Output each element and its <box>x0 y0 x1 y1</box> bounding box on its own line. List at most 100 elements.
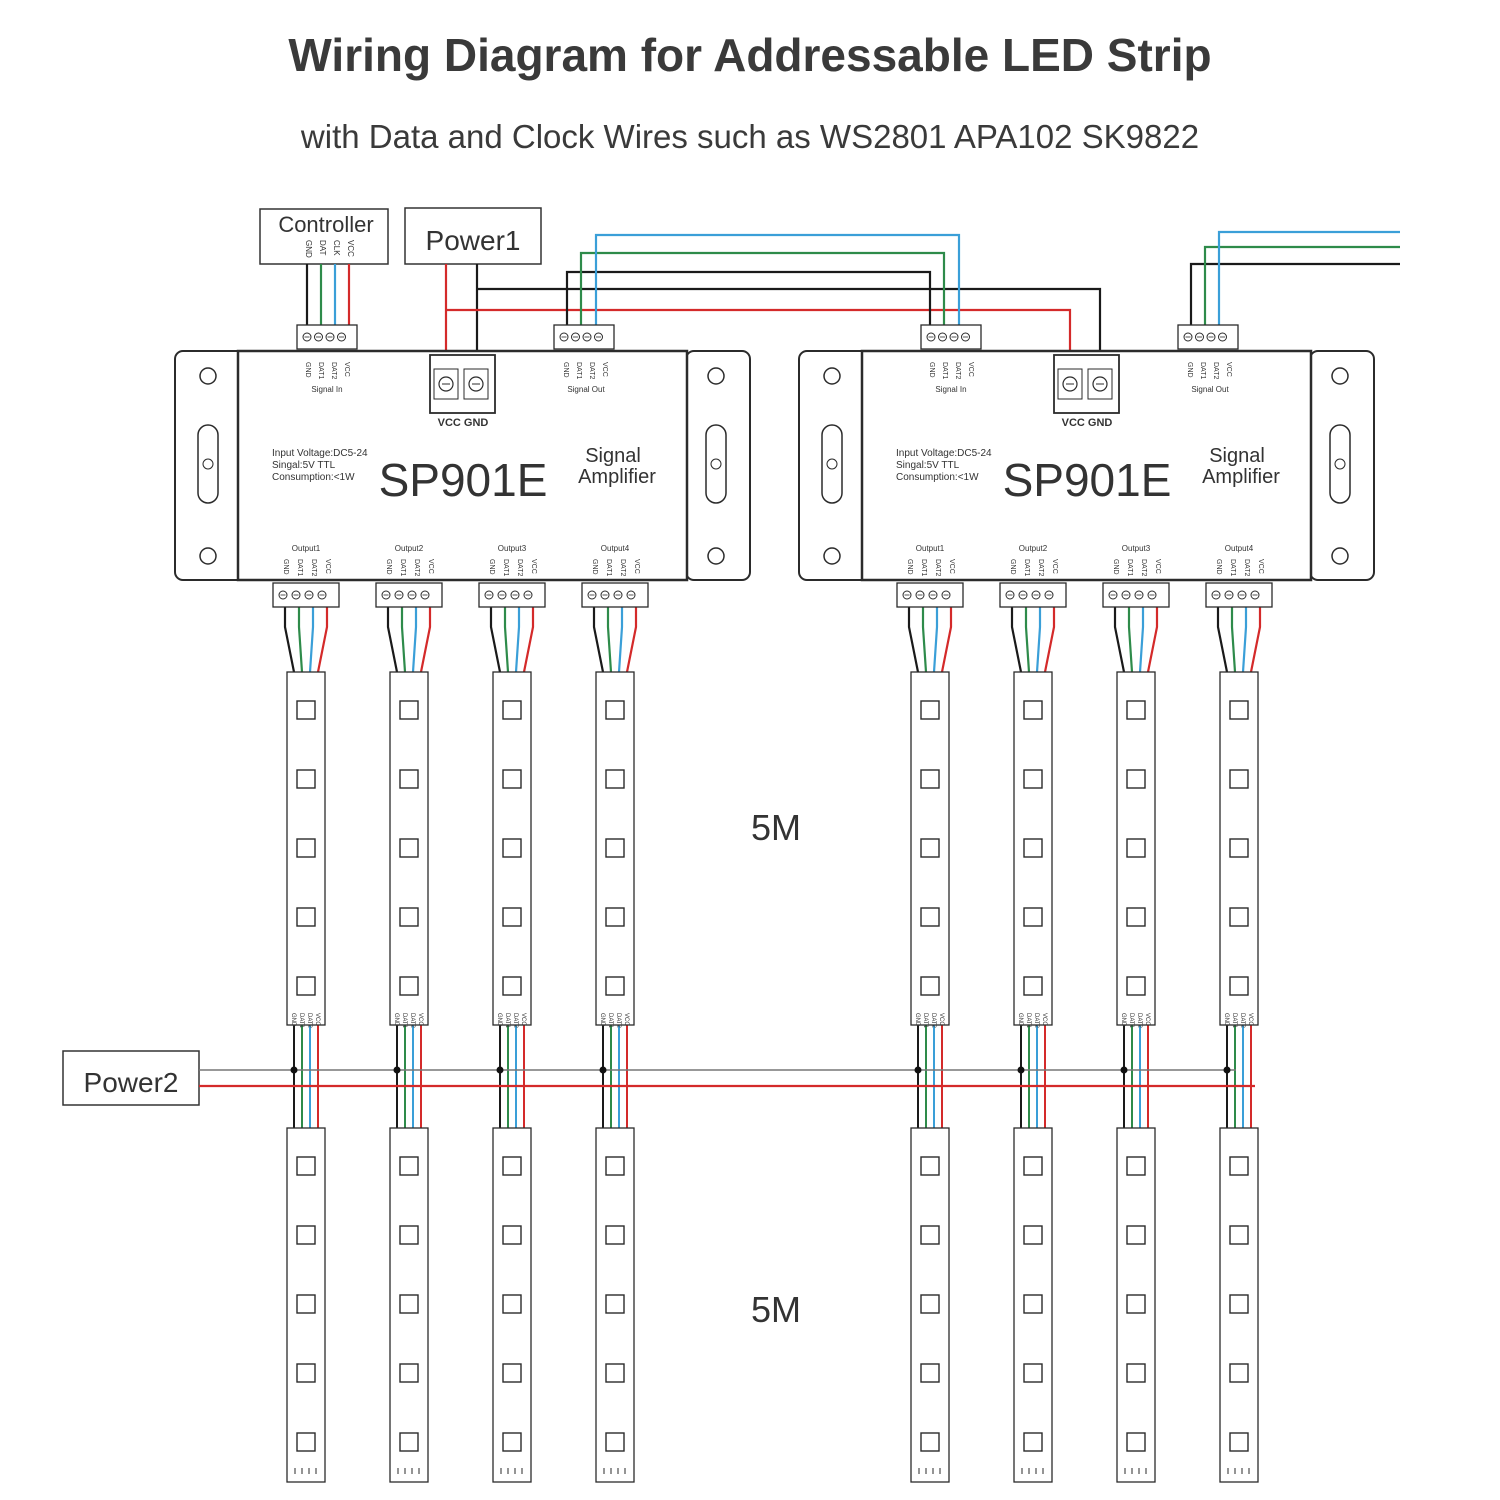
led-chip <box>296 700 316 720</box>
output-bundle-8 <box>1216 607 1262 678</box>
strip-pin-label: VCC <box>1144 1013 1150 1026</box>
junction-dot <box>1017 1066 1025 1074</box>
led-chip <box>502 769 522 789</box>
led-chip <box>1126 700 1146 720</box>
led-chip <box>296 976 316 996</box>
led-chip <box>605 976 625 996</box>
wire-dat2 <box>617 607 624 678</box>
led-chip <box>296 769 316 789</box>
output-terminal-4 <box>581 582 649 608</box>
wire-dat1 <box>921 607 928 678</box>
signal-out-pin-label: DAT1 <box>575 362 582 379</box>
led-chip <box>1023 1156 1043 1176</box>
led-chip <box>399 1294 419 1314</box>
output-label: Output3 <box>1122 544 1151 553</box>
led-chip <box>920 1156 940 1176</box>
output-label: Output4 <box>1225 544 1254 553</box>
wires-layer <box>199 230 1400 1140</box>
signal-out-pin-label: GND <box>1186 362 1193 378</box>
wire-dat1 <box>1230 607 1237 678</box>
strip-pin-label: DAT2 <box>1033 1013 1039 1029</box>
strip-pin-label: VCC <box>417 1013 423 1026</box>
power-screw-housing <box>1087 368 1113 400</box>
junction-dot <box>914 1066 922 1074</box>
wire-vcc <box>316 607 329 678</box>
led-chip <box>399 1225 419 1245</box>
signal-out-pin-label: VCC <box>1225 362 1232 377</box>
strip-pin-label: DAT2 <box>615 1013 621 1029</box>
output-pin-label: DAT2 <box>413 559 420 576</box>
strip-pin-label: VCC <box>1247 1013 1253 1026</box>
power1-label: Power1 <box>426 225 521 256</box>
signal-out-label: Signal Out <box>1191 385 1229 394</box>
page-title: Wiring Diagram for Addressable LED Strip <box>288 29 1212 81</box>
signal-out-pin-label: VCC <box>601 362 608 377</box>
led-chip <box>502 1432 522 1452</box>
wire-dat2 <box>1241 607 1248 678</box>
spec-input-voltage: Input Voltage:DC5-24 <box>272 448 368 459</box>
strip-link-1 <box>293 1012 319 1140</box>
output-pin-label: DAT1 <box>605 559 612 576</box>
output-pin-label: GND <box>591 559 598 575</box>
led-chip <box>399 769 419 789</box>
wire-dat1 <box>1024 607 1031 678</box>
controller-pin-vcc: VCC <box>346 240 355 257</box>
signal-chain-wires <box>565 233 961 326</box>
led-chip <box>399 700 419 720</box>
led-chip <box>605 769 625 789</box>
led-chip <box>296 1432 316 1452</box>
signal-in-pin-label: DAT1 <box>941 362 948 379</box>
led-chip <box>605 1294 625 1314</box>
strip-link-7 <box>1123 1012 1149 1140</box>
strip-pin-label: GND <box>496 1013 502 1027</box>
strip-pin-label: DAT2 <box>512 1013 518 1029</box>
output-pin-label: GND <box>1215 559 1222 575</box>
output-pin-label: GND <box>385 559 392 575</box>
controller-box: Controller GND DAT CLK VCC <box>259 208 389 265</box>
led-chip <box>920 769 940 789</box>
page-subtitle: with Data and Clock Wires such as WS2801… <box>300 118 1200 155</box>
led-chip <box>1229 838 1249 858</box>
wire-vcc <box>1249 607 1262 678</box>
led-chip <box>1126 907 1146 927</box>
power-terminal-label: VCC GND <box>1062 417 1113 429</box>
wire-vcc <box>1146 607 1159 678</box>
output-terminal-2 <box>999 582 1067 608</box>
signal-in-pin-label: DAT1 <box>317 362 324 379</box>
led-chip <box>605 1363 625 1383</box>
strip-link-3 <box>499 1012 525 1140</box>
led-chip <box>502 976 522 996</box>
led-strip-top-6 <box>1013 671 1053 1026</box>
strip-pin-label: DAT2 <box>930 1013 936 1029</box>
amplifier-name-line1: Signal <box>1209 445 1265 467</box>
output-label: Output2 <box>1019 544 1048 553</box>
junction-dot <box>1120 1066 1128 1074</box>
output-terminal-3 <box>478 582 546 608</box>
led-chip <box>1126 769 1146 789</box>
mount-slot-hole <box>1334 458 1346 470</box>
strip-pin-label: GND <box>1223 1013 1229 1027</box>
output-pin-label: DAT1 <box>399 559 406 576</box>
controller-pin-dat: DAT <box>318 240 327 256</box>
led-chip <box>1023 907 1043 927</box>
led-strip-top-1 <box>286 671 326 1026</box>
junction-dot <box>496 1066 504 1074</box>
strip-pin-label: DAT2 <box>1239 1013 1245 1029</box>
output-pin-label: DAT2 <box>619 559 626 576</box>
led-chip <box>1023 700 1043 720</box>
mount-hole <box>1331 367 1349 385</box>
junction-dot <box>1223 1066 1231 1074</box>
output-terminal-4 <box>1205 582 1273 608</box>
output-bundle-6 <box>1010 607 1056 678</box>
output-label: Output1 <box>292 544 321 553</box>
signal-in-label: Signal In <box>311 385 342 394</box>
signal-in-terminal <box>296 324 358 350</box>
led-chip <box>1023 1294 1043 1314</box>
led-chip <box>920 700 940 720</box>
wire-dat2 <box>514 607 521 678</box>
